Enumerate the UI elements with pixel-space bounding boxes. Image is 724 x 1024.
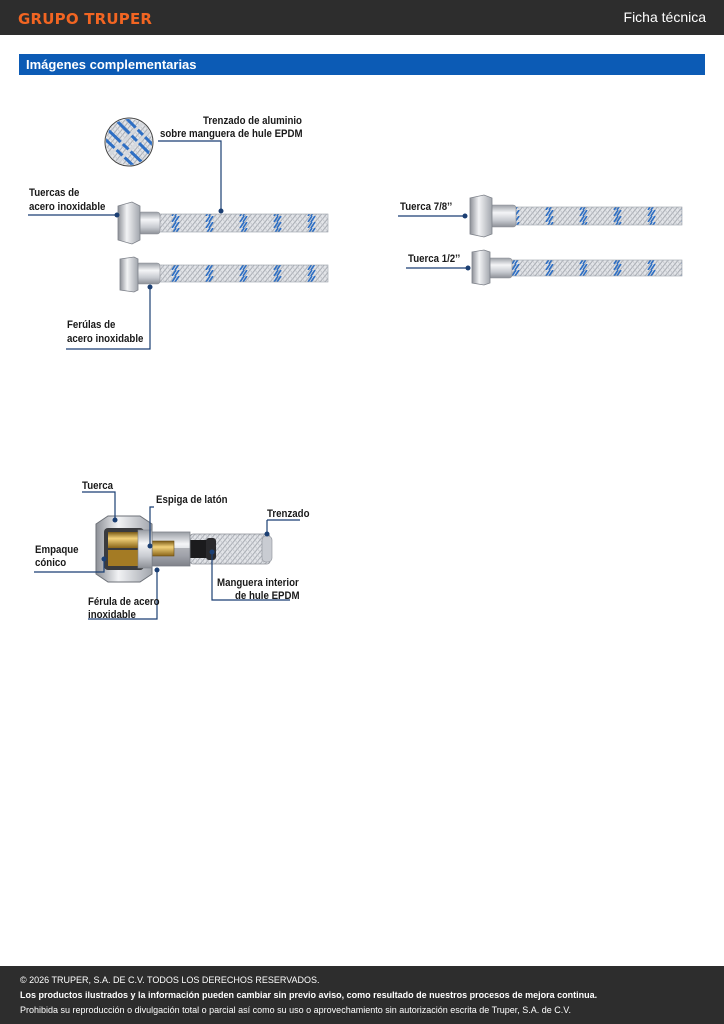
section-title: Imágenes complementarias xyxy=(26,57,197,72)
label-cutaway-inner-hose-line2: de hule EPDM xyxy=(235,590,300,602)
footer-prohibition: Prohibida su reproducción o divulgación … xyxy=(20,1005,571,1015)
label-cutaway-nut: Tuerca xyxy=(82,480,114,492)
hose-figure-left xyxy=(28,117,329,350)
product-illustrations xyxy=(28,117,683,620)
label-ferrules-line2: acero inoxidable xyxy=(67,333,144,345)
label-nuts-line1: Tuercas de xyxy=(29,187,80,199)
label-cutaway-braid: Trenzado xyxy=(267,508,310,520)
label-cutaway-spigot: Espiga de latón xyxy=(156,494,228,506)
document-type: Ficha técnica xyxy=(623,9,706,25)
label-cutaway-inner-hose-line1: Manguera interior xyxy=(217,577,299,589)
label-cutaway-ferrule-line2: inoxidable xyxy=(88,609,136,621)
truper-logo: GRUPO TRUPER xyxy=(18,10,153,28)
footer-notice: Los productos ilustrados y la informació… xyxy=(20,990,598,1000)
page-header: GRUPO TRUPER Ficha técnica xyxy=(0,0,724,35)
section-header: Imágenes complementarias xyxy=(19,54,705,75)
label-nut-1-2: Tuerca 1/2’’ xyxy=(408,253,461,265)
label-braid-line1: Trenzado de aluminio xyxy=(203,115,302,127)
label-braid-line2: sobre manguera de hule EPDM xyxy=(160,128,303,140)
label-ferrules-line1: Ferúlas de xyxy=(67,319,116,331)
cutaway-figure xyxy=(34,491,300,620)
label-cutaway-gasket-line2: cónico xyxy=(35,557,67,569)
footer-copyright: © 2026 TRUPER, S.A. DE C.V. TODOS LOS DE… xyxy=(20,975,320,985)
label-cutaway-gasket-line1: Empaque xyxy=(35,544,79,556)
label-nut-7-8: Tuerca 7/8’’ xyxy=(400,201,453,213)
page-footer: © 2026 TRUPER, S.A. DE C.V. TODOS LOS DE… xyxy=(0,966,724,1024)
label-cutaway-ferrule-line1: Férula de acero xyxy=(88,596,160,608)
label-nuts-line2: acero inoxidable xyxy=(29,201,106,213)
hose-figure-sizes xyxy=(398,194,683,286)
